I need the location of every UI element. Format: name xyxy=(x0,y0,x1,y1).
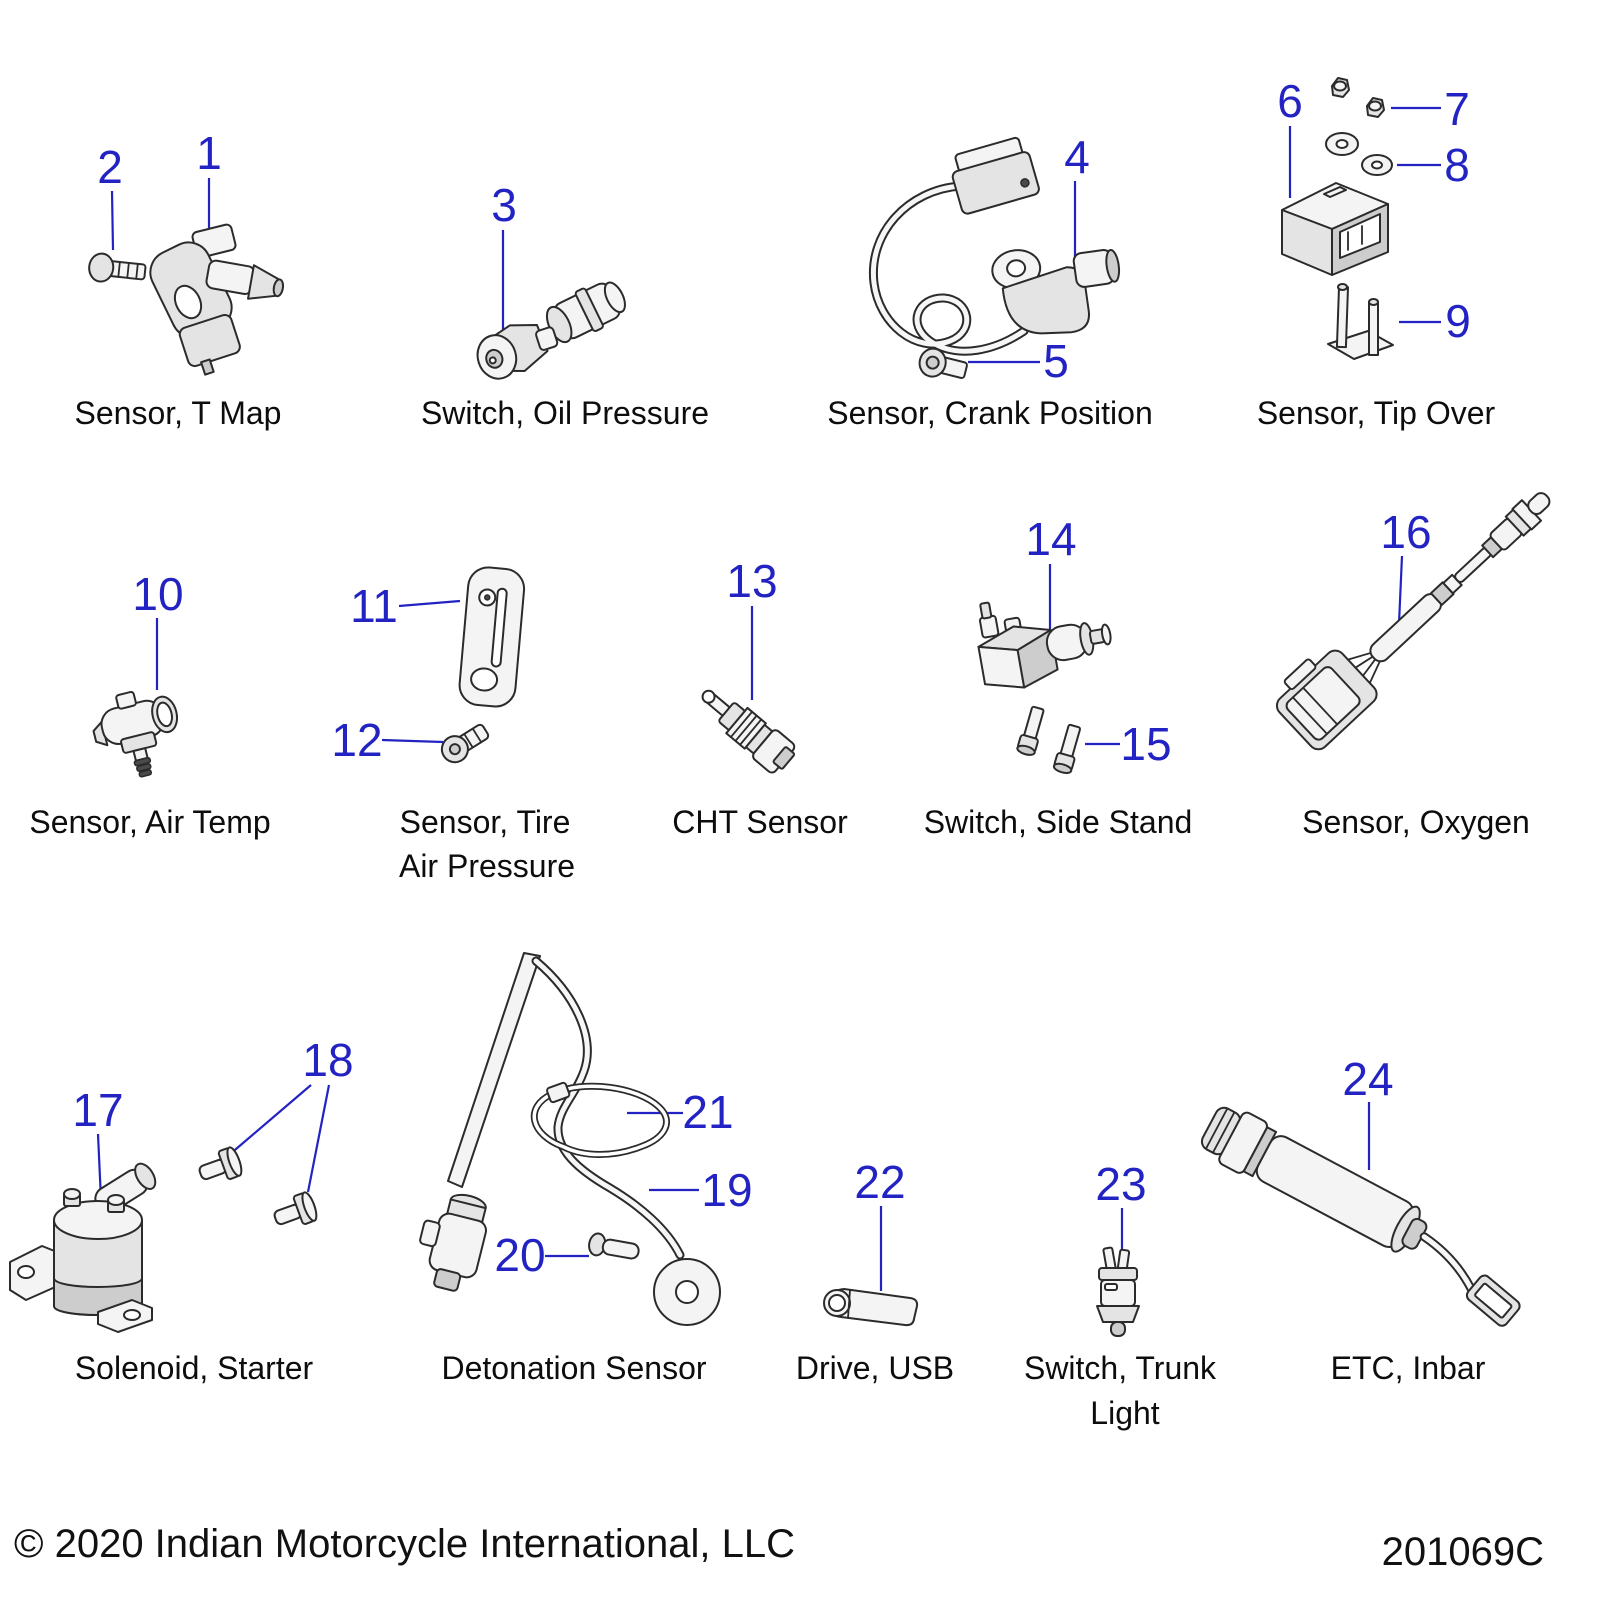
oxygen-sensor-drawing xyxy=(1275,492,1551,751)
washer-drawing xyxy=(1325,132,1359,156)
trunk-light-switch-drawing xyxy=(1096,1246,1140,1337)
connector xyxy=(419,1193,487,1292)
callout-15: 15 xyxy=(1120,718,1172,770)
bolt-drawing xyxy=(198,1146,243,1181)
solenoid-fasteners-drawing xyxy=(198,1146,318,1226)
bolt-drawing xyxy=(918,347,968,379)
screw-drawing xyxy=(440,723,490,764)
callout-20: 20 xyxy=(494,1229,546,1281)
callout-7: 7 xyxy=(1444,83,1470,135)
copyright-text: © 2020 Indian Motorcycle International, … xyxy=(14,1522,796,1566)
callout-19: 19 xyxy=(701,1164,753,1216)
bolt-drawing xyxy=(273,1191,318,1226)
part-label-trunk-light-line1: Switch, Trunk xyxy=(1023,1349,1217,1386)
oil-pressure-switch-drawing xyxy=(476,281,626,380)
bolt-drawing xyxy=(588,1232,640,1260)
washer-drawing xyxy=(1361,154,1393,176)
screw-drawing xyxy=(1016,705,1045,756)
callout-21: 21 xyxy=(682,1086,734,1138)
side-stand-switch-drawing xyxy=(977,601,1112,774)
screw-drawing xyxy=(88,252,147,283)
part-label-oxygen: Sensor, Oxygen xyxy=(1302,803,1530,840)
callout-5: 5 xyxy=(1043,335,1069,387)
part-label-crank-position: Sensor, Crank Position xyxy=(827,394,1153,431)
part-label-side-stand: Switch, Side Stand xyxy=(923,803,1193,840)
callout-12: 12 xyxy=(331,714,383,766)
callout-13: 13 xyxy=(726,555,778,607)
part-label-tire-pressure-line2: Air Pressure xyxy=(398,847,576,884)
terminal xyxy=(63,1188,81,1207)
etc-inbar-drawing xyxy=(1200,1106,1521,1327)
screw-drawing xyxy=(1052,723,1082,774)
callout-4: 4 xyxy=(1064,131,1090,183)
callout-9: 9 xyxy=(1445,295,1471,347)
terminal xyxy=(107,1194,125,1213)
detonation-sensor-drawing xyxy=(419,952,721,1326)
knock-sensor-disc xyxy=(653,1258,721,1326)
connector xyxy=(951,136,1040,215)
callout-1: 1 xyxy=(196,127,222,179)
callout-2: 2 xyxy=(97,141,123,193)
nut-drawing xyxy=(1366,97,1385,118)
part-label-etc-inbar: ETC, Inbar xyxy=(1330,1349,1486,1386)
sensor-module xyxy=(1281,182,1389,276)
zip-tie xyxy=(530,1081,670,1158)
usb-drive-drawing xyxy=(823,1288,919,1327)
diagram-code: 201069C xyxy=(1381,1530,1544,1574)
part-label-t-map: Sensor, T Map xyxy=(74,394,282,431)
nut-drawing xyxy=(1331,77,1350,98)
t-map-sensor-drawing xyxy=(149,223,285,376)
sensor-body xyxy=(991,248,1121,335)
part-label-cht: CHT Sensor xyxy=(672,803,848,840)
tire-pressure-sensor-drawing xyxy=(440,566,526,764)
callout-8: 8 xyxy=(1444,139,1470,191)
callout-6: 6 xyxy=(1277,75,1303,127)
part-label-usb: Drive, USB xyxy=(795,1349,955,1386)
callout-10: 10 xyxy=(132,568,184,620)
part-label-detonation: Detonation Sensor xyxy=(441,1349,707,1386)
air-temp-sensor-drawing xyxy=(92,690,179,778)
cht-sensor-drawing xyxy=(701,689,796,774)
part-label-solenoid: Solenoid, Starter xyxy=(74,1349,314,1386)
starter-solenoid-drawing xyxy=(9,1162,157,1333)
callout-3: 3 xyxy=(491,179,517,231)
crank-position-sensor-drawing xyxy=(868,136,1121,379)
mount-bracket xyxy=(1327,283,1394,360)
callout-18: 18 xyxy=(302,1034,354,1086)
callout-24: 24 xyxy=(1342,1053,1394,1105)
callout-16: 16 xyxy=(1380,506,1432,558)
part-label-trunk-light-line2: Light xyxy=(1090,1394,1160,1431)
part-label-tip-over: Sensor, Tip Over xyxy=(1256,394,1496,431)
callout-14: 14 xyxy=(1025,513,1077,565)
callout-23: 23 xyxy=(1095,1158,1147,1210)
part-label-oil-pressure: Switch, Oil Pressure xyxy=(420,394,710,431)
callout-17: 17 xyxy=(72,1084,124,1136)
part-label-air-temp: Sensor, Air Temp xyxy=(29,803,271,840)
callout-11: 11 xyxy=(350,580,398,632)
callout-22: 22 xyxy=(854,1156,906,1208)
tip-over-sensor-drawing xyxy=(1281,77,1394,360)
part-label-tire-pressure-line1: Sensor, Tire xyxy=(399,803,571,840)
